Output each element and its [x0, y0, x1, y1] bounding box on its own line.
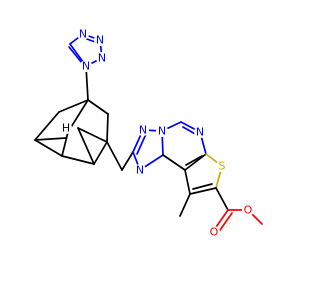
bond [189, 187, 217, 195]
tetrazole-nitrogen-3: N [98, 52, 106, 65]
bond [34, 111, 60, 141]
tetrazole-nitrogen-4: N [82, 60, 90, 73]
bond [185, 155, 203, 166]
atom-labels: N N N N H N N N N S O O [60, 28, 254, 239]
triazole-nitrogen-2: N [158, 125, 166, 138]
bond [184, 169, 191, 195]
bridgehead-hydrogen: H [62, 122, 70, 135]
bond [184, 153, 207, 171]
ester-oxygen: O [244, 204, 253, 217]
bond [34, 137, 67, 141]
triazole-nitrogen-1: N [139, 124, 147, 137]
bond [68, 46, 83, 64]
bond [77, 127, 108, 143]
bond [106, 141, 123, 171]
molecule-structure-diagram: N N N N H N N N N S O O [34, 28, 263, 239]
bond [215, 187, 229, 211]
thiophene-sulfur: S [219, 160, 226, 173]
bond [93, 141, 108, 165]
bond [162, 154, 186, 171]
pyrimidine-nitrogen: N [196, 126, 204, 139]
bond [77, 127, 95, 165]
bond [192, 183, 213, 190]
bond [61, 155, 95, 165]
bond [179, 193, 191, 217]
bond [106, 113, 109, 143]
bond [121, 151, 134, 171]
bond [58, 99, 89, 113]
tetrazole-nitrogen-2: N [96, 34, 104, 47]
tetrazole-nitrogen-1: N [79, 28, 87, 41]
bond [61, 131, 69, 157]
bond [87, 99, 109, 115]
bond [136, 133, 147, 155]
triazole-nitrogen-3: N [136, 164, 144, 177]
carbonyl-oxygen: O [210, 226, 219, 239]
bond [34, 139, 63, 157]
bond [217, 212, 233, 234]
